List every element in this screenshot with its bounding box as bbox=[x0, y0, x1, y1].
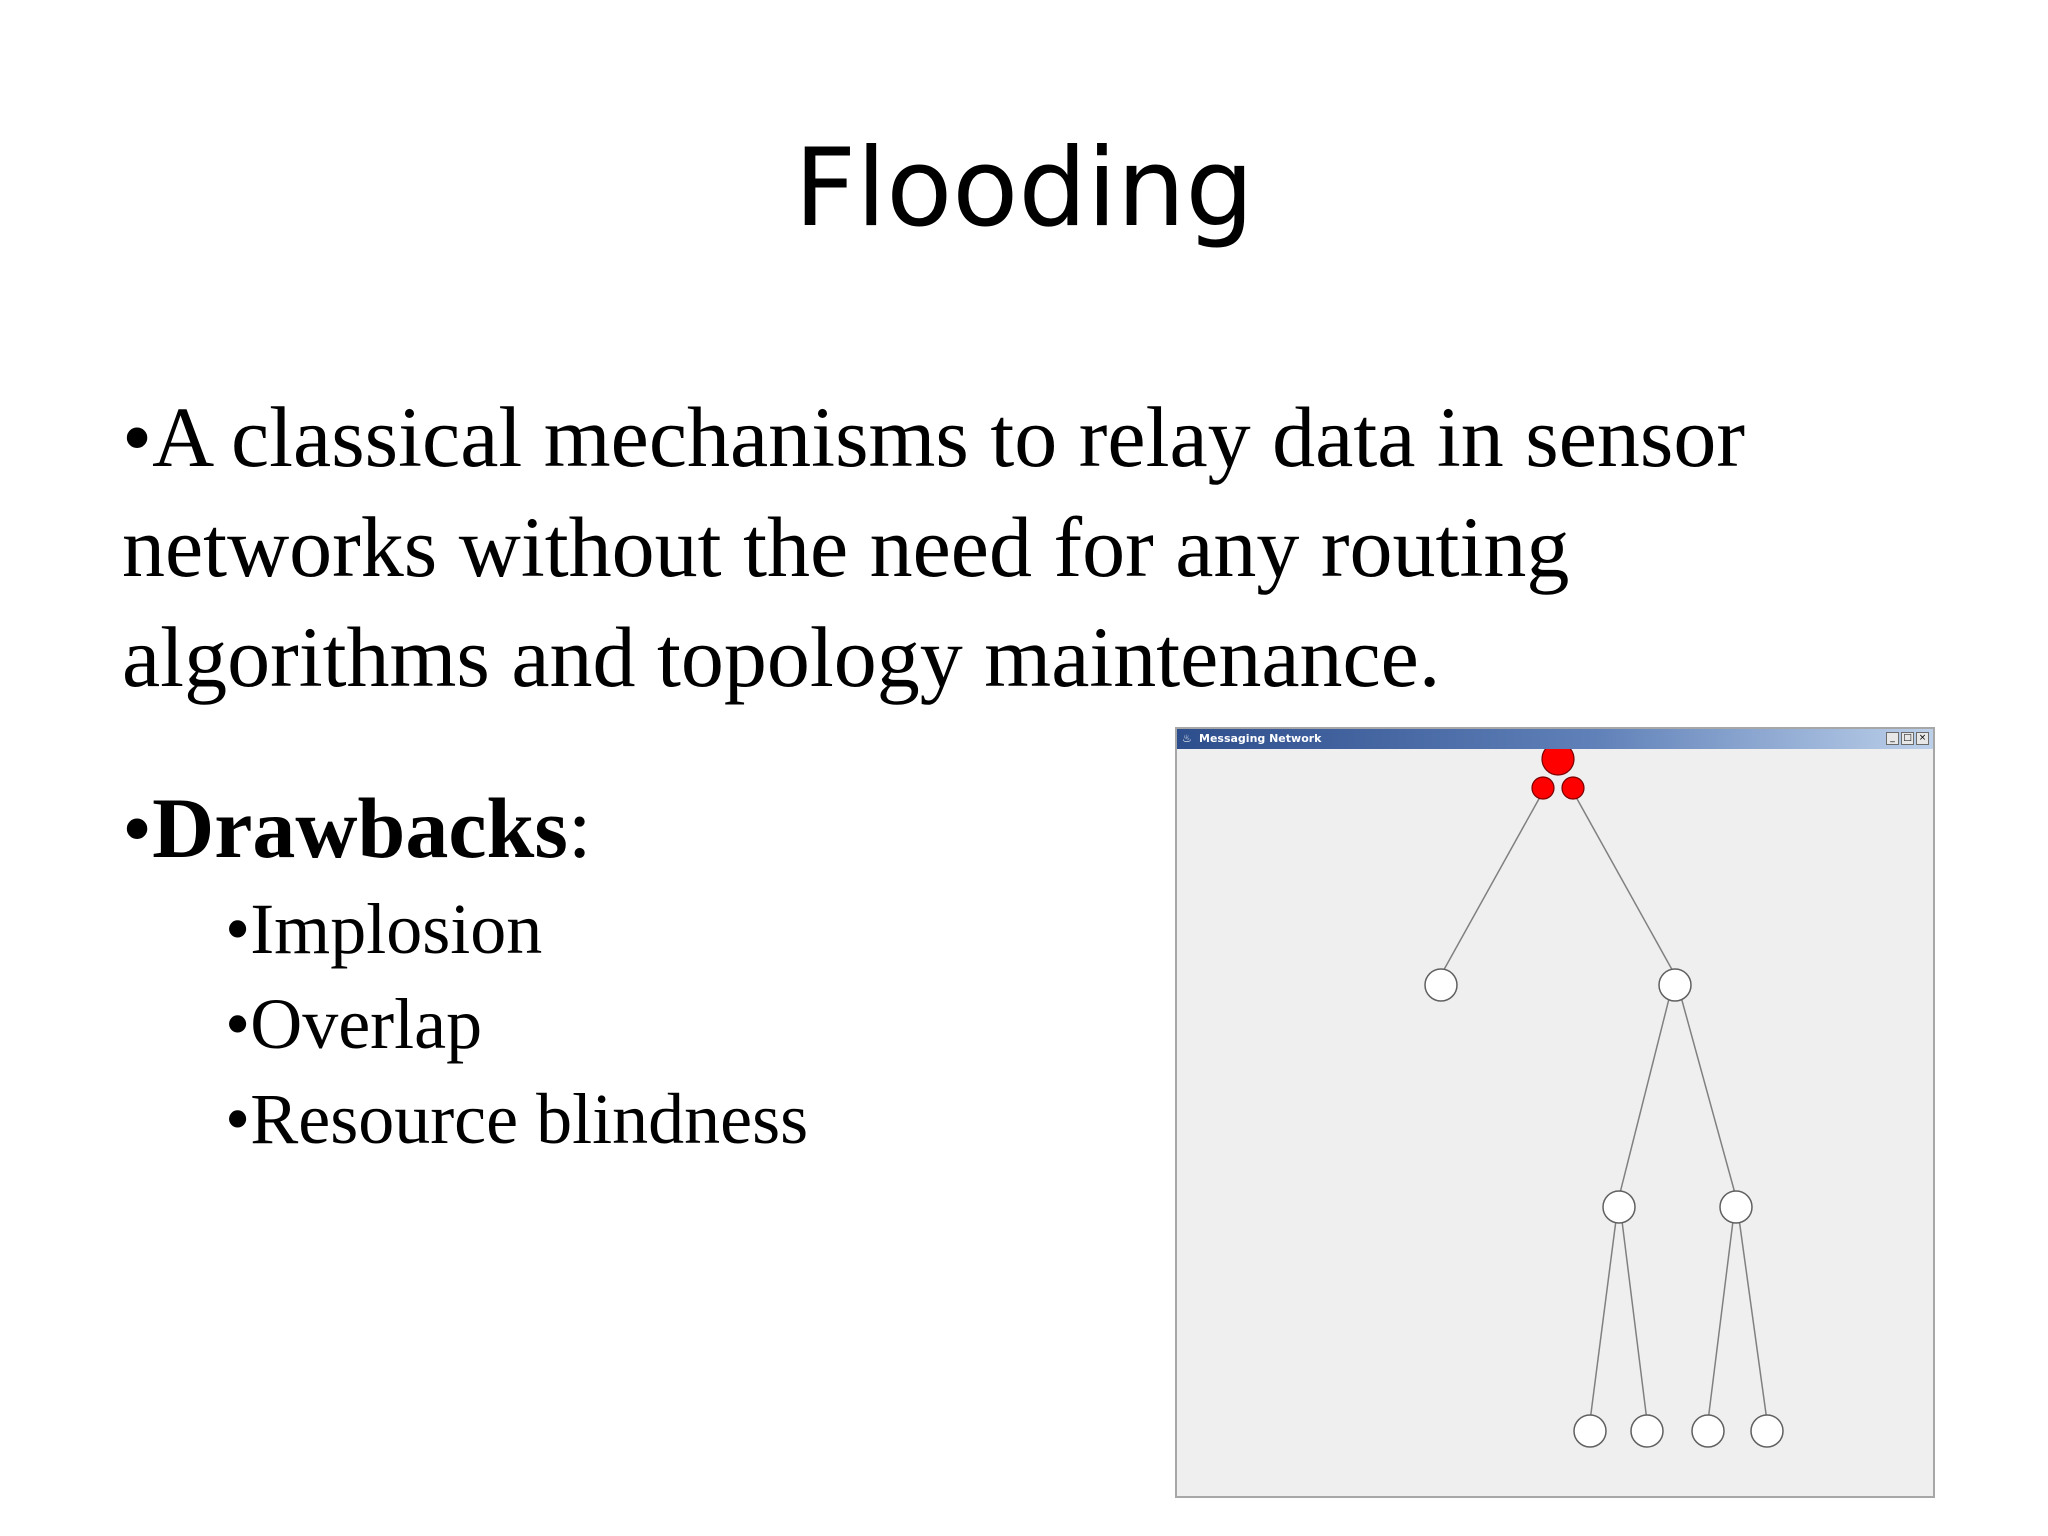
drawback-item-implosion: •Implosion bbox=[225, 889, 543, 969]
drawback-item-overlap: •Overlap bbox=[225, 984, 483, 1064]
active-node-right bbox=[1561, 776, 1585, 800]
slide-title: Flooding bbox=[794, 126, 1254, 251]
drawbacks-heading: •Drawbacks: bbox=[122, 778, 592, 878]
node-level2-right bbox=[1719, 1190, 1753, 1224]
edge-midleft-leaf2 bbox=[1618, 1196, 1648, 1422]
network-tree-diagram bbox=[1424, 749, 1784, 1448]
drawbacks-bullet: • bbox=[122, 780, 153, 876]
tree-edges bbox=[1440, 787, 1768, 1422]
active-nodes bbox=[1531, 749, 1585, 800]
maximize-button[interactable]: □ bbox=[1901, 732, 1914, 745]
edge-root-left bbox=[1440, 787, 1546, 976]
node-leaf-1 bbox=[1573, 1414, 1607, 1448]
inactive-nodes bbox=[1424, 968, 1784, 1448]
active-node-root bbox=[1541, 749, 1575, 776]
window-titlebar[interactable]: ♨ Messaging Network _ □ × bbox=[1177, 729, 1933, 749]
minimize-button[interactable]: _ bbox=[1886, 732, 1899, 745]
drawbacks-suffix: : bbox=[567, 780, 592, 876]
node-level1-right bbox=[1658, 968, 1692, 1002]
edge-root-right bbox=[1570, 787, 1676, 976]
edge-right-mid-right bbox=[1674, 974, 1737, 1198]
edge-midright-leaf4 bbox=[1735, 1196, 1768, 1422]
main-bullet-text: •A classical mechanisms to relay data in… bbox=[122, 389, 1746, 705]
java-cup-icon: ♨ bbox=[1182, 732, 1192, 745]
messaging-network-window: ♨ Messaging Network _ □ × bbox=[1175, 727, 1935, 1498]
node-leaf-4 bbox=[1750, 1414, 1784, 1448]
drawback-item-resource-blindness: •Resource blindness bbox=[225, 1079, 809, 1159]
edge-midright-leaf3 bbox=[1707, 1196, 1737, 1422]
window-title: Messaging Network bbox=[1199, 732, 1322, 745]
node-leaf-2 bbox=[1630, 1414, 1664, 1448]
drawbacks-list: •Implosion •Overlap •Resource blindness bbox=[225, 882, 808, 1167]
node-level1-left bbox=[1424, 968, 1458, 1002]
node-leaf-3 bbox=[1691, 1414, 1725, 1448]
drawbacks-label: Drawbacks bbox=[152, 780, 568, 876]
close-button[interactable]: × bbox=[1916, 732, 1929, 745]
active-node-left bbox=[1531, 776, 1555, 800]
edge-midleft-leaf1 bbox=[1589, 1196, 1620, 1422]
node-level2-left bbox=[1602, 1190, 1636, 1224]
edge-right-mid-left bbox=[1618, 974, 1676, 1198]
